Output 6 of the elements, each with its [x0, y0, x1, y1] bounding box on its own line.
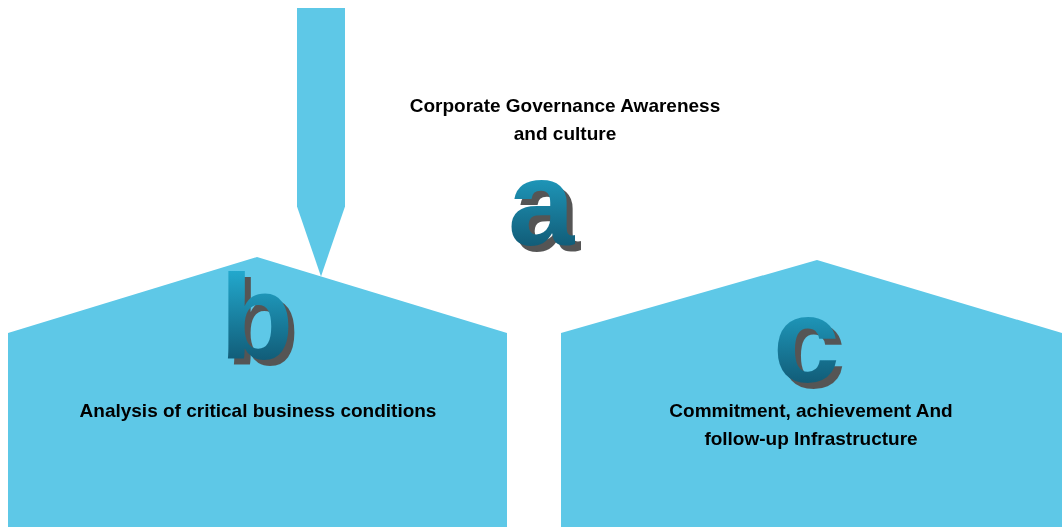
house-shape	[561, 260, 1062, 527]
house-shape	[8, 257, 507, 527]
body-text: Commitment, achievement And follow-up Infrastructure	[668, 399, 954, 451]
body-text: Analysis of critical business conditions	[78, 399, 438, 423]
heading-text: Corporate Governance Awareness and culture	[408, 94, 722, 146]
block-arrow	[297, 8, 345, 277]
